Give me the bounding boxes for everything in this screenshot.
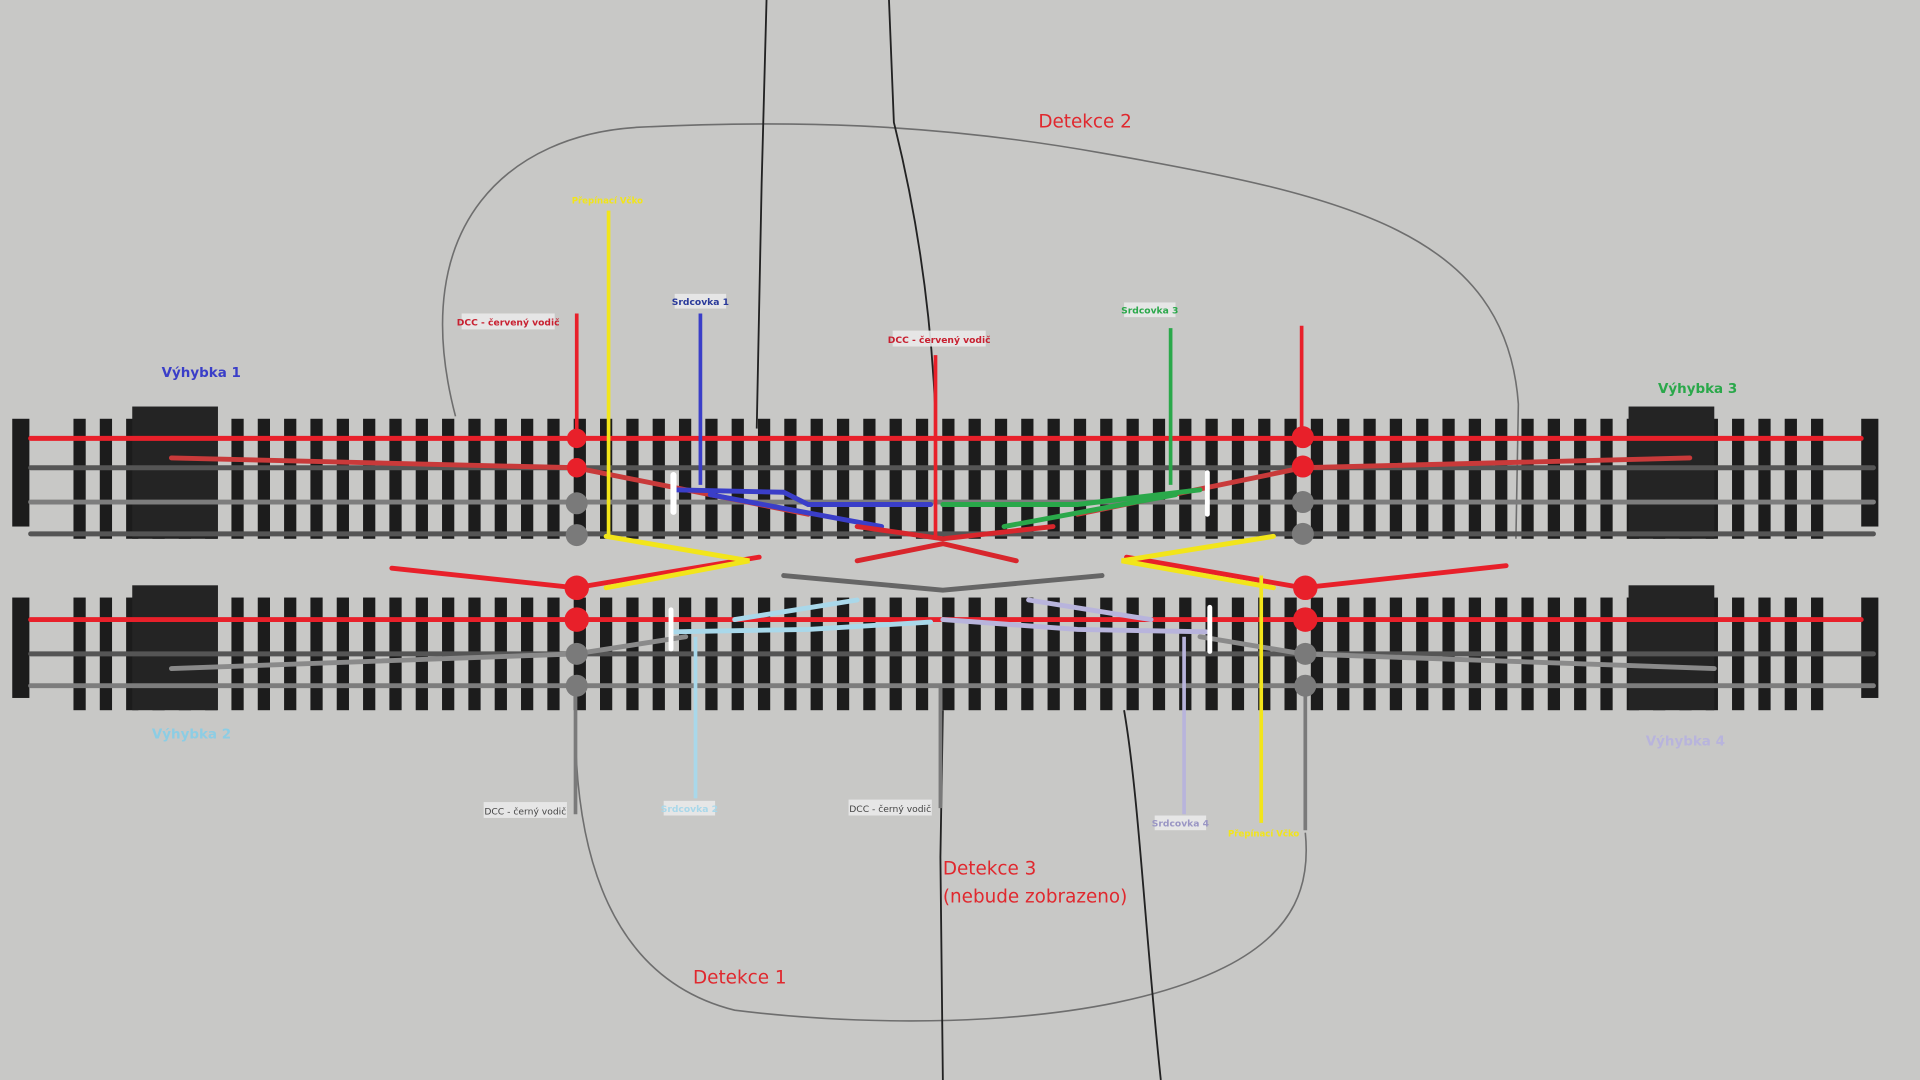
sleeper xyxy=(994,418,1008,539)
turnout-motor xyxy=(132,406,218,539)
sleeper xyxy=(257,418,270,539)
sleeper xyxy=(494,418,507,539)
turnout-label-4: Výhybka 4 xyxy=(1646,734,1725,750)
wire-label-frog-1: Srdcovka 1 xyxy=(672,297,729,308)
sleeper xyxy=(1468,418,1482,539)
sleeper xyxy=(415,418,428,539)
turnout-label-3: Výhybka 3 xyxy=(1658,381,1737,397)
track-end xyxy=(1861,418,1879,527)
wire-label-frog-4: Srdcovka 4 xyxy=(1152,819,1209,830)
sleeper xyxy=(231,418,244,539)
sleeper xyxy=(1547,418,1560,539)
sleeper xyxy=(336,418,349,539)
sleeper xyxy=(810,418,823,539)
sleeper xyxy=(942,418,955,539)
detection-boundaries xyxy=(441,123,1520,1022)
sleeper xyxy=(1574,418,1587,539)
detection-2-boundary xyxy=(441,123,1520,539)
zone-label-detection-3-note: (nebude zobrazeno) xyxy=(943,886,1127,907)
sleeper xyxy=(1811,418,1824,539)
sleeper xyxy=(1258,418,1271,539)
sleeper xyxy=(1337,418,1350,539)
sleeper xyxy=(99,418,113,539)
turnout-motor xyxy=(1628,406,1715,539)
sleeper xyxy=(1495,418,1508,539)
wire-label-dcc-black-center: DCC - černý vodič xyxy=(849,804,931,815)
sleeper xyxy=(1600,418,1613,539)
sleeper xyxy=(1442,418,1455,539)
zone-label-detection-3: Detekce 3 xyxy=(943,858,1036,879)
track-end xyxy=(12,597,30,698)
zone-label-detection-2: Detekce 2 xyxy=(1038,111,1131,132)
sleeper xyxy=(547,418,560,539)
sleeper xyxy=(1416,418,1429,539)
rails xyxy=(28,435,1876,689)
sleeper xyxy=(442,418,455,539)
sleeper xyxy=(1363,418,1376,539)
sleeper xyxy=(652,418,665,539)
sleeper xyxy=(705,418,718,539)
wire-label-frog-3: Srdcovka 3 xyxy=(1121,305,1178,316)
detection-1-boundary xyxy=(574,710,1308,1022)
sleeper xyxy=(836,418,850,539)
sleeper xyxy=(863,418,876,539)
feeder-wires xyxy=(573,210,1308,831)
sleeper xyxy=(1179,418,1192,539)
sleeper xyxy=(1389,418,1403,539)
sleeper xyxy=(1784,418,1797,539)
sleeper xyxy=(1152,418,1166,539)
sleeper xyxy=(389,418,402,539)
turnout-motor xyxy=(132,585,218,711)
sleeper xyxy=(310,418,323,539)
turnout-motor xyxy=(1628,585,1715,711)
sleeper xyxy=(73,418,86,539)
turnout-label-2: Výhybka 2 xyxy=(152,726,231,742)
sleeper xyxy=(1758,418,1771,539)
sleeper xyxy=(1732,418,1745,539)
wire-label-dcc-red-left: DCC - červený vodič xyxy=(457,318,560,329)
sleeper xyxy=(678,418,692,539)
sleeper xyxy=(968,418,981,539)
sleeper xyxy=(731,418,744,539)
sleeper xyxy=(1284,418,1297,539)
track-end xyxy=(12,418,30,527)
sleeper xyxy=(363,418,376,539)
turnout-label-1: Výhybka 1 xyxy=(162,365,241,381)
label-backgrounds xyxy=(461,293,1207,831)
wire-label-vfrog-top: Přepínací Včko xyxy=(572,195,643,206)
wire-label-dcc-black-left: DCC - černý vodič xyxy=(484,806,566,817)
wire-label-frog-2: Srdcovka 2 xyxy=(661,804,718,815)
track-end xyxy=(1861,597,1879,698)
zone-label-detection-1: Detekce 1 xyxy=(693,967,786,988)
connection-points xyxy=(564,426,1318,697)
cables xyxy=(755,0,1162,1080)
sleeper xyxy=(1073,418,1087,539)
sleeper xyxy=(757,418,771,539)
sleeper xyxy=(915,418,929,539)
sleeper xyxy=(889,418,902,539)
sleeper xyxy=(1047,418,1060,539)
sleeper xyxy=(1021,418,1034,539)
sleeper xyxy=(468,418,481,539)
wire-label-vfrog-bottom: Přepínací Včko xyxy=(1228,828,1299,839)
sleeper xyxy=(1310,418,1324,539)
sleeper xyxy=(284,418,297,539)
sleeper xyxy=(1521,418,1534,539)
sleeper xyxy=(521,418,534,539)
sleeper xyxy=(1126,418,1139,539)
wire-label-dcc-red-center: DCC - červený vodič xyxy=(888,335,991,346)
